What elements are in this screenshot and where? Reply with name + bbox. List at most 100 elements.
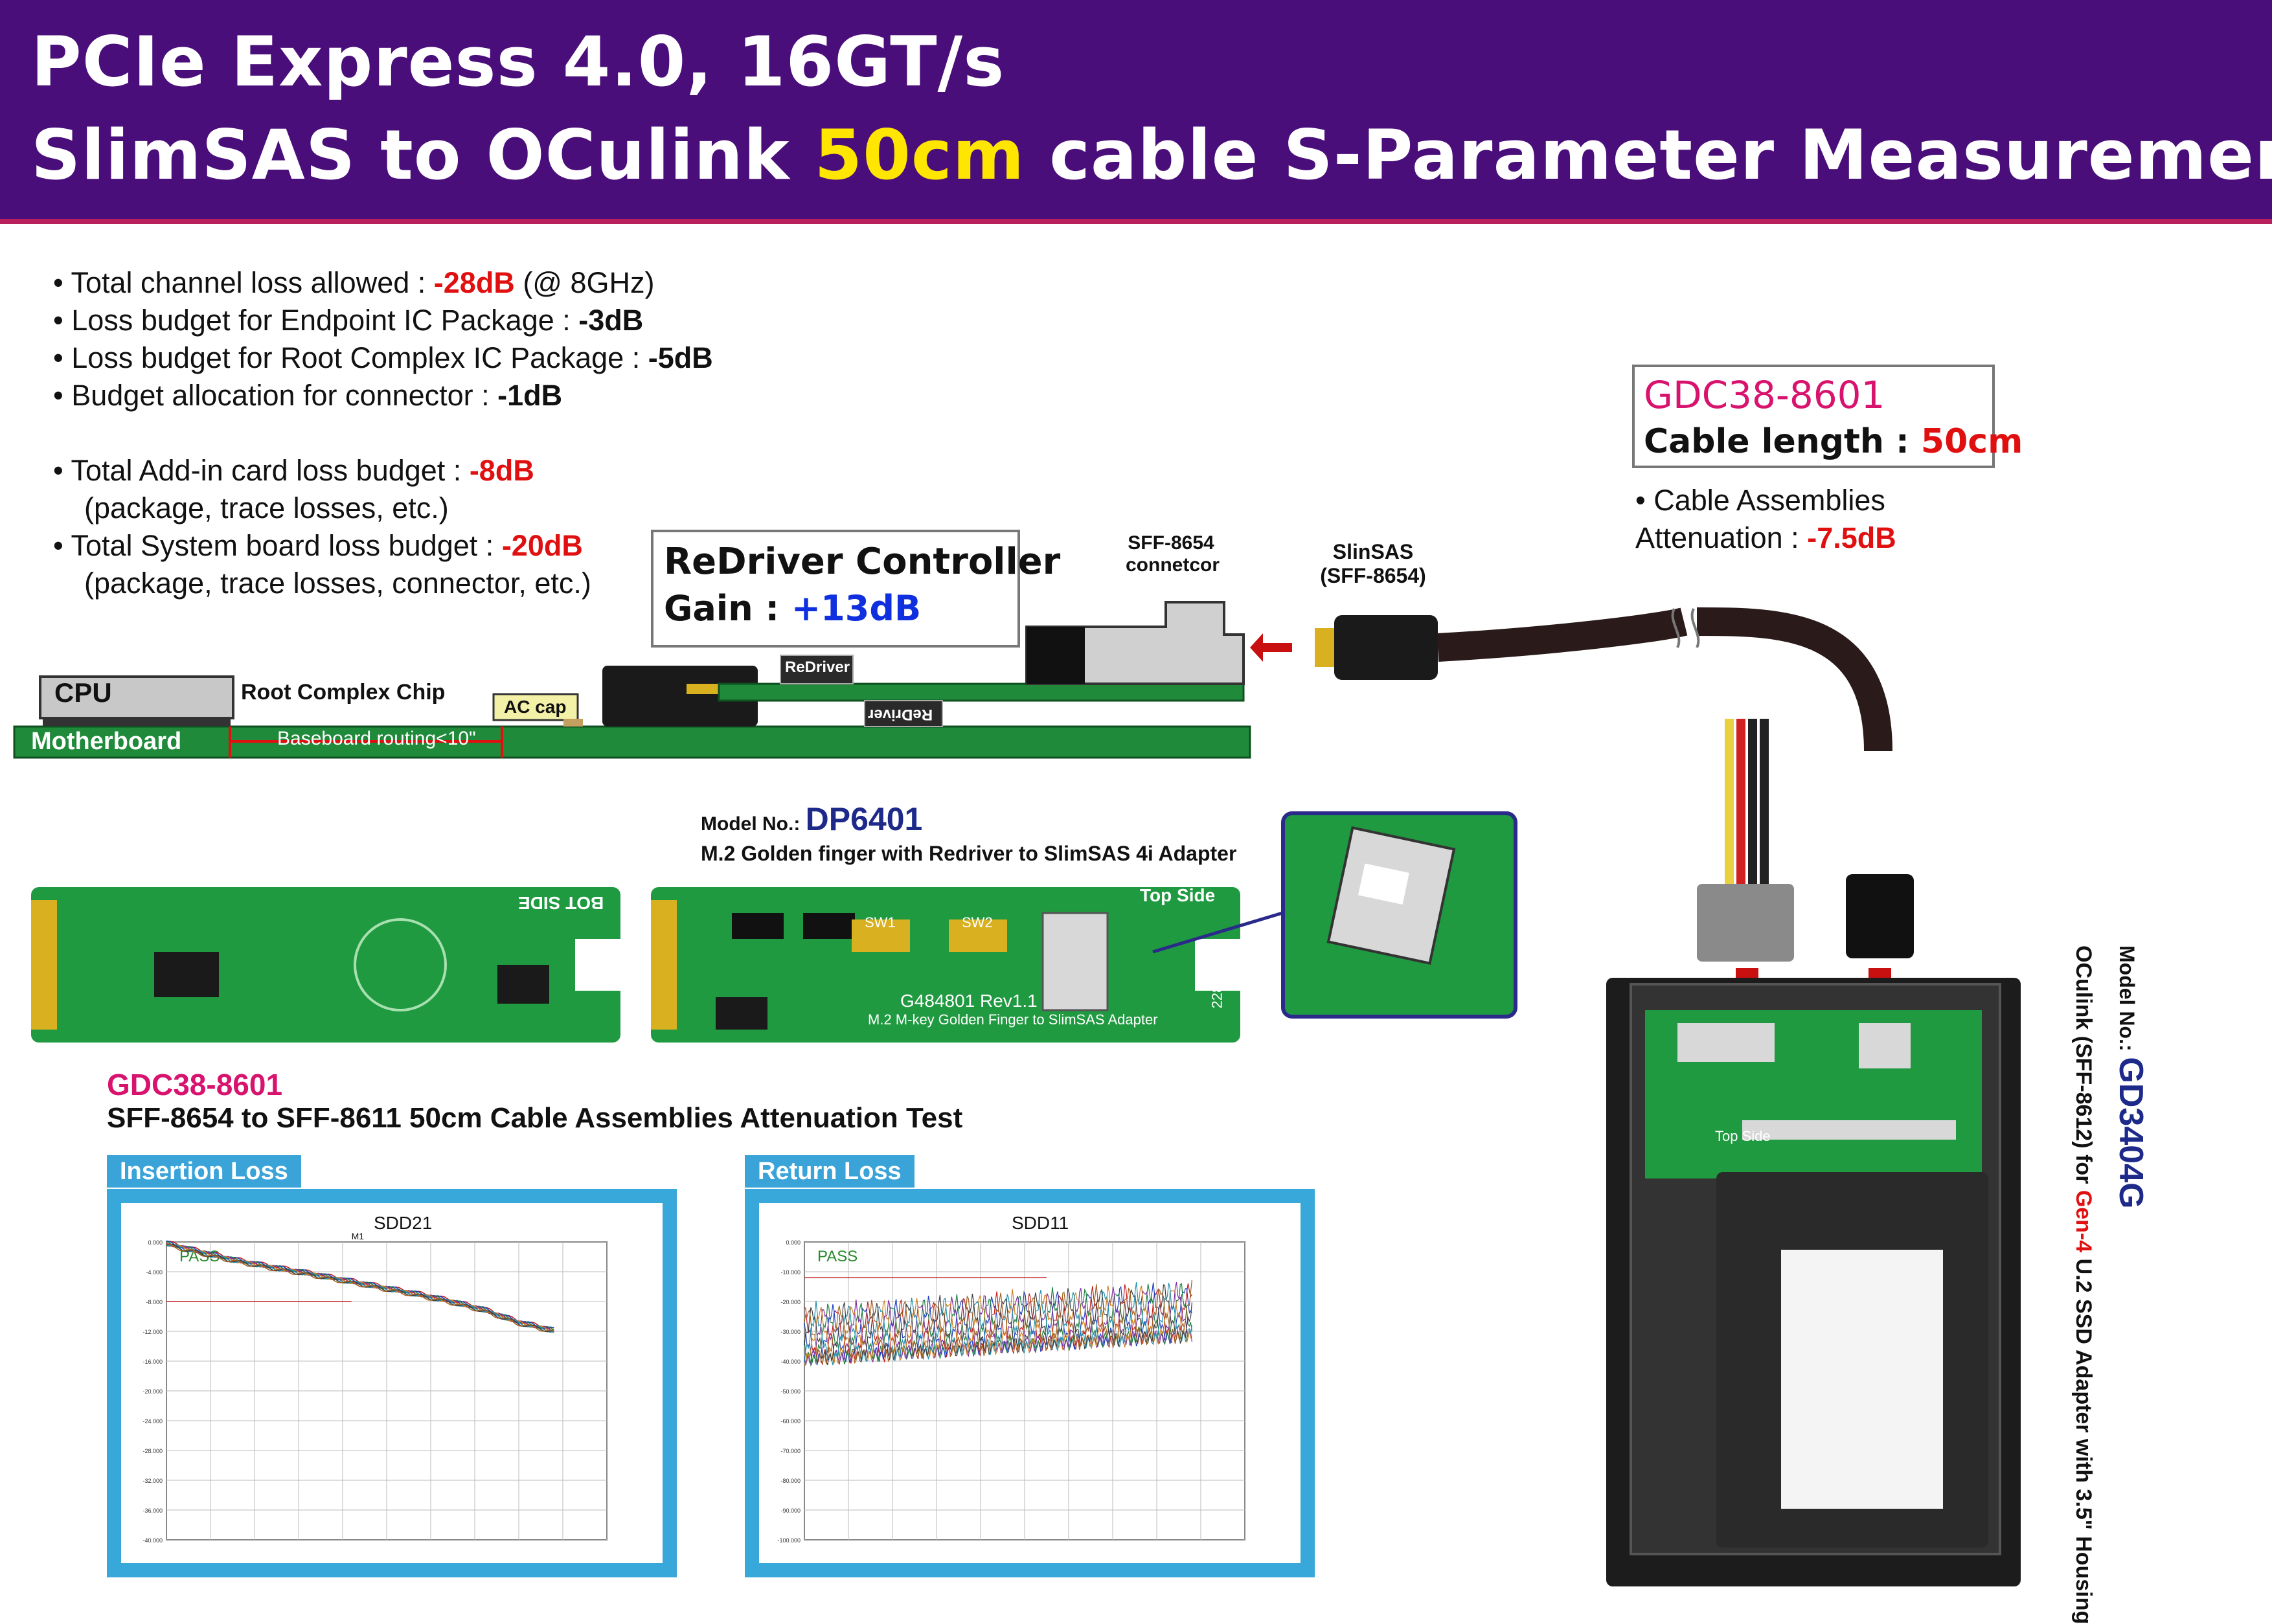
plot-title: SDD11	[1012, 1213, 1069, 1233]
adapter-bot-side-photo	[31, 887, 620, 1043]
plot-title: SDD21	[374, 1213, 432, 1233]
redriver-bottom-label: ReDriver	[868, 706, 933, 723]
title-line-2: SlimSAS to OCulink 50cm cable S-Paramete…	[31, 115, 2272, 195]
cable-atten-value: Attenuation : -7.5dB	[1635, 521, 1896, 554]
budget-item: • Total System board loss budget : -20dB	[53, 529, 583, 562]
y-tick-label: -16.000	[142, 1359, 163, 1365]
y-tick-label: -20.000	[142, 1388, 163, 1395]
return-loss-chart: SDD11 0.000 -10.000 -20.000 -30.000 -40.000 -5…	[759, 1203, 1301, 1563]
test-title: SFF-8654 to SFF-8611 50cm Cable Assembli…	[107, 1102, 963, 1134]
y-tick-label: -10.000	[780, 1269, 801, 1276]
adapter-card-pcb	[718, 682, 1245, 702]
cable-segment-right	[1696, 607, 1892, 752]
adapter-desc: M.2 Golden finger with Redriver to SlimS…	[701, 842, 1237, 865]
cpu-chip	[39, 675, 234, 719]
y-tick-label: -40.000	[142, 1537, 163, 1544]
top-side-label: Top Side	[1140, 885, 1216, 905]
test-model: GDC38-8601	[107, 1068, 283, 1101]
cable-attenuation: • Cable Assemblies Attenuation : -7.5dB	[1635, 482, 1896, 557]
housing-caption: Model No.: GD3404G OCulink (SFF-8612) fo…	[2027, 945, 2150, 1624]
redriver-info-box: ReDriver Controller Gain : +13dB	[651, 530, 1061, 648]
budget-note: (package, trace losses, connector, etc.)	[84, 567, 591, 600]
cpu-pins	[43, 718, 231, 726]
y-tick-label: -36.000	[142, 1507, 163, 1514]
cpu-label: CPU	[54, 677, 112, 708]
y-tick-label: -8.000	[146, 1299, 163, 1305]
board-desc: M.2 M-key Golden Finger to SlimSAS Adapt…	[868, 1011, 1158, 1028]
connector-zoom-inset	[1281, 811, 1517, 1019]
y-tick-label: -30.000	[780, 1329, 801, 1335]
slimsas-label: SlinSAS(SFF-8654)	[1320, 540, 1426, 587]
title-line-1: PCIe Express 4.0, 16GT/s	[31, 22, 1005, 102]
y-tick-label: -80.000	[780, 1478, 801, 1484]
m2-slot-connector	[602, 666, 758, 727]
insertion-loss-chart: SDD210.000-4.000-8.000-12.000-16.000-20.…	[121, 1203, 663, 1563]
cable-atten-label: • Cable Assemblies	[1635, 484, 1885, 517]
budget-note: (package, trace losses, etc.)	[84, 491, 449, 524]
cable-info-box: GDC38-8601 Cable length : 50cm	[1632, 365, 2023, 468]
y-tick-label: 0.000	[786, 1239, 801, 1246]
sdd11-trace	[804, 1280, 1192, 1364]
slimsas-plug	[1334, 615, 1438, 680]
y-tick-label: -28.000	[142, 1448, 163, 1454]
zoom-pointer-line	[1152, 911, 1283, 954]
redriver-top-label: ReDriver	[785, 659, 850, 676]
ac-cap-label: AC cap	[504, 697, 567, 717]
cable-length: Cable length : 50cm	[1644, 422, 2023, 461]
y-tick-label: -70.000	[780, 1448, 801, 1454]
y-tick-label: -24.000	[142, 1418, 163, 1425]
sdd11-trace	[804, 1284, 1192, 1366]
y-tick-label: -50.000	[780, 1388, 801, 1395]
redriver-chip-top	[780, 655, 854, 684]
sw1-label: SW1	[865, 914, 896, 930]
motherboard-pcb	[13, 725, 1251, 759]
sdd11-trace	[804, 1283, 1192, 1365]
budget-item: • Loss budget for Root Complex IC Packag…	[53, 341, 713, 374]
root-complex-label: Root Complex Chip	[241, 680, 446, 705]
adapter-top-side-photo	[651, 887, 1240, 1043]
housing-model: Model No.: GD3404G	[2112, 945, 2150, 1209]
sw2-label: SW2	[962, 914, 993, 930]
y-tick-label: -100.000	[777, 1537, 801, 1544]
budget-item: • Total Add-in card loss budget : -8dB	[53, 454, 534, 487]
y-tick-label: -60.000	[780, 1418, 801, 1425]
y-tick-label: 0.000	[148, 1239, 163, 1246]
redriver-gain: Gain : +13dB	[664, 588, 922, 629]
pass-label: PASS	[817, 1248, 858, 1265]
sdd11-trace	[804, 1285, 1192, 1366]
housing-desc: OCulink (SFF-8612) for Gen-4 U.2 SSD Ada…	[2071, 945, 2096, 1624]
sdd11-trace	[804, 1281, 1192, 1366]
y-tick-label: -32.000	[142, 1478, 163, 1484]
size-label: 2280	[1209, 976, 1225, 1009]
sdd21-trace	[166, 1241, 554, 1331]
insert-arrow	[1250, 633, 1292, 662]
board-side-view	[13, 601, 1892, 759]
marker-label: M1	[352, 1231, 365, 1241]
loss-budget-list: • Total channel loss allowed : -28dB (@ …	[53, 264, 713, 602]
redriver-title: ReDriver Controller	[664, 541, 1061, 583]
sdd21-trace	[166, 1243, 554, 1332]
motherboard-label: Motherboard	[31, 728, 182, 755]
y-tick-label: -12.000	[142, 1329, 163, 1335]
bot-side-label: BOT SIDE	[518, 893, 604, 913]
y-tick-label: -20.000	[780, 1299, 801, 1305]
budget-item: • Loss budget for Endpoint IC Package : …	[53, 304, 644, 337]
board-rev: G484801 Rev1.1	[900, 991, 1038, 1011]
y-tick-label: -90.000	[780, 1507, 801, 1514]
budget-item: • Budget allocation for connector : -1dB	[53, 379, 563, 412]
sdd21-trace	[166, 1243, 554, 1333]
y-tick-label: -40.000	[780, 1359, 801, 1365]
ac-cap-label-box	[492, 693, 579, 721]
return-loss-frame: SDD11 0.000 -10.000 -20.000 -30.000 -40.000 -5…	[745, 1189, 1315, 1577]
adapter-model: Model No.: DP6401	[701, 801, 923, 837]
housing-top-side: Top Side	[1715, 1128, 1771, 1144]
tab-return-loss: Return Loss	[745, 1155, 914, 1188]
u2-housing-photo	[1606, 719, 2021, 1586]
budget-item: • Total channel loss allowed : -28dB (@ …	[53, 266, 655, 299]
cable-segment-left	[1437, 607, 1688, 662]
routing-label: Baseboard routing<10"	[277, 728, 476, 749]
tab-insertion-loss: Insertion Loss	[107, 1155, 301, 1188]
header-banner: PCIe Express 4.0, 16GT/s SlimSAS to OCul…	[0, 0, 2272, 224]
